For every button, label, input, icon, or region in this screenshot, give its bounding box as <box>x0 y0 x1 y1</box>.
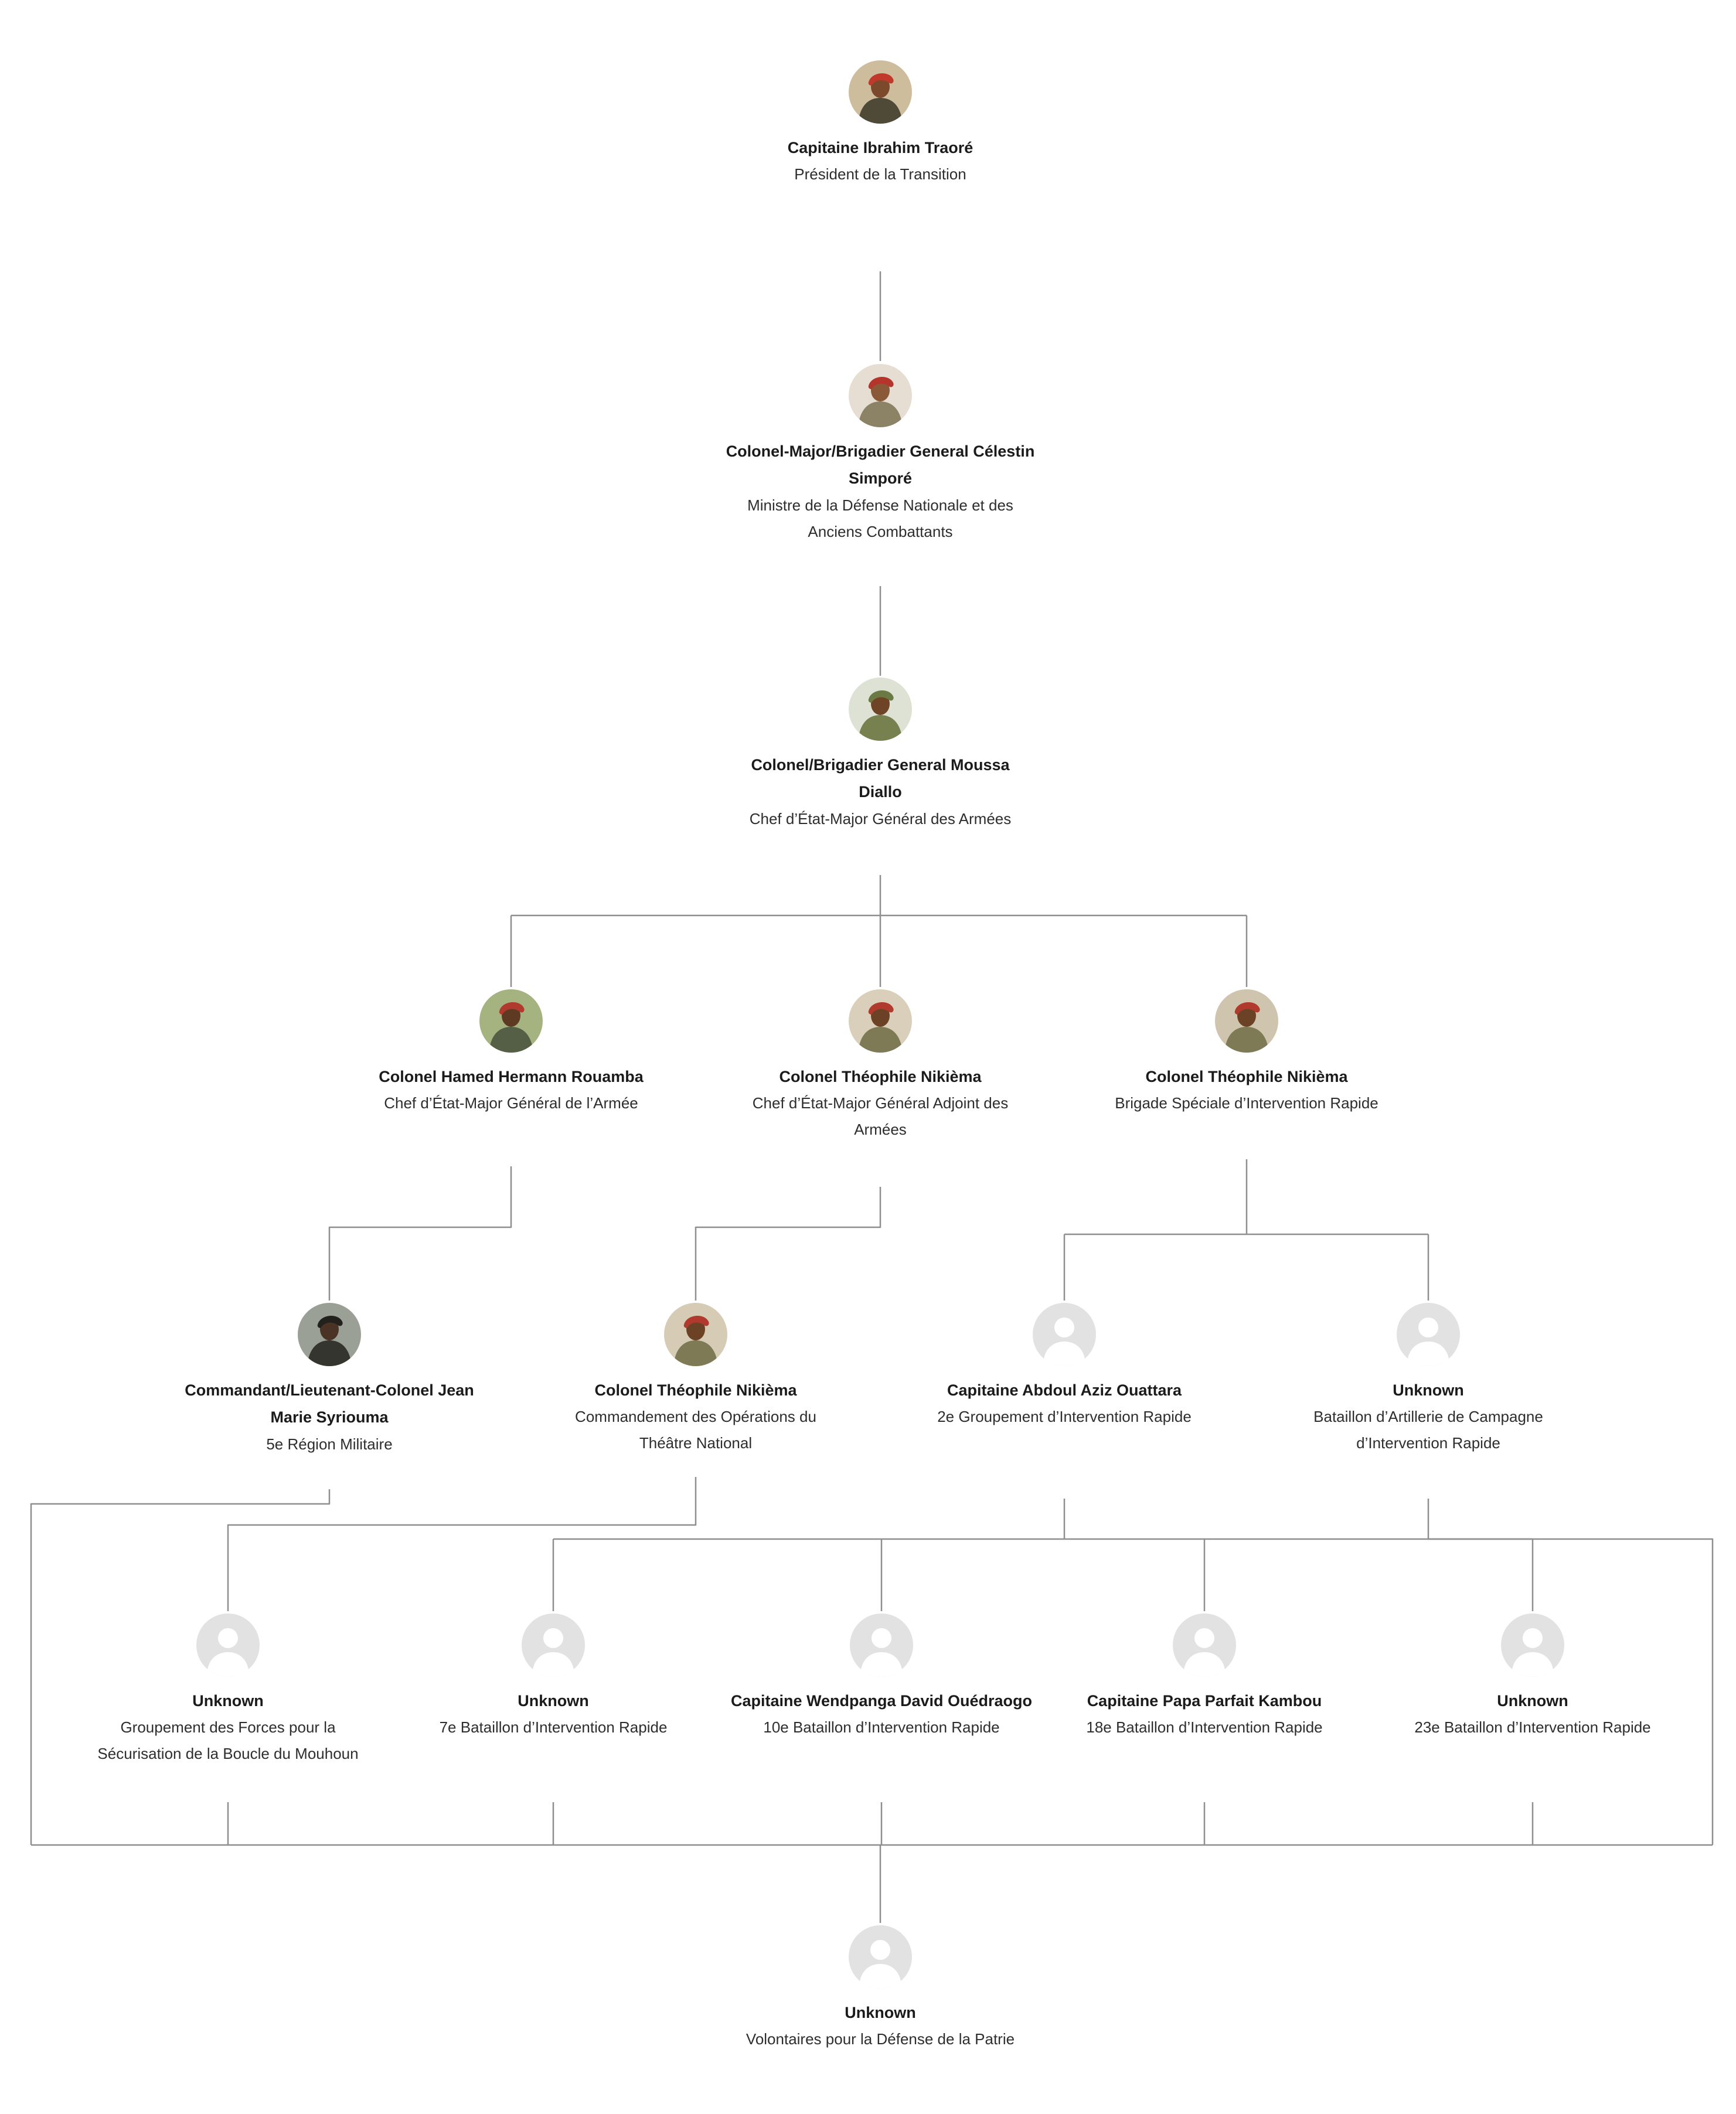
node-chief-of-staff-general[interactable]: Colonel/Brigadier General Moussa Diallo … <box>740 678 1021 832</box>
connector-groupement2-to-battalions <box>552 1499 1534 1611</box>
avatar-placeholder <box>1033 1303 1096 1366</box>
node-deputy-chief-of-staff[interactable]: Colonel Théophile Nikièma Chef d’État-Ma… <box>728 989 1033 1143</box>
connector-cotn-to-mouhoun <box>227 1477 697 1611</box>
node-army-chief-of-staff[interactable]: Colonel Hamed Hermann Rouamba Chef d’Éta… <box>370 989 652 1116</box>
avatar-photo <box>849 364 912 427</box>
connector-bottom-bus-to-vdp <box>31 1802 1713 1923</box>
node-title: 10e Bataillon d’Intervention Rapide <box>763 1718 1000 1737</box>
node-name: Unknown <box>845 2004 916 2021</box>
avatar-placeholder <box>1397 1303 1460 1366</box>
node-name: Colonel Théophile Nikièma <box>1145 1068 1348 1085</box>
connector-deputy-to-cotn <box>695 1187 881 1301</box>
node-7e-bir[interactable]: Unknown 7e Bataillon d’Intervention Rapi… <box>407 1613 700 1741</box>
node-title: Chef d’État-Major Général des Armées <box>749 809 1012 828</box>
node-president[interactable]: Capitaine Ibrahim Traoré Président de la… <box>728 60 1033 188</box>
node-title: Brigade Spéciale d’Intervention Rapide <box>1115 1094 1378 1112</box>
node-theatre-national-operations[interactable]: Colonel Théophile Nikièma Commandement d… <box>570 1303 822 1456</box>
avatar-placeholder <box>522 1613 585 1677</box>
node-name: Capitaine Wendpanga David Ouédraogo <box>730 1692 1033 1710</box>
node-name: Colonel Hamed Hermann Rouamba <box>379 1068 644 1085</box>
avatar-placeholder <box>1173 1613 1236 1677</box>
node-name: Colonel Théophile Nikièma <box>594 1381 797 1399</box>
node-title: 23e Bataillon d’Intervention Rapide <box>1414 1718 1651 1737</box>
avatar-photo <box>298 1303 361 1366</box>
node-5e-region-militaire[interactable]: Commandant/Lieutenant-Colonel Jean Marie… <box>177 1303 482 1458</box>
avatar-photo <box>849 60 912 124</box>
connector-cemga-to-level4 <box>510 875 1248 987</box>
avatar-photo <box>479 989 543 1053</box>
node-title: Ministre de la Défense Nationale et des … <box>747 496 1013 540</box>
node-title: 5e Région Militaire <box>266 1435 393 1453</box>
node-special-intervention-brigade[interactable]: Colonel Théophile Nikièma Brigade Spécia… <box>1094 989 1399 1116</box>
node-18e-bir[interactable]: Capitaine Papa Parfait Kambou 18e Batail… <box>1058 1613 1351 1741</box>
node-mouhoun-security-group[interactable]: Unknown Groupement des Forces pour la Sé… <box>87 1613 369 1767</box>
node-title: 7e Bataillon d’Intervention Rapide <box>439 1718 668 1737</box>
node-name: Commandant/Lieutenant-Colonel Jean Marie… <box>185 1381 474 1427</box>
node-name: Capitaine Ibrahim Traoré <box>787 139 973 156</box>
node-name: Unknown <box>1393 1381 1464 1399</box>
connector-brigade-to-children <box>1063 1159 1429 1301</box>
node-name: Capitaine Papa Parfait Kambou <box>1087 1692 1322 1710</box>
node-title: Volontaires pour la Défense de la Patrie <box>746 2030 1015 2048</box>
node-name: Colonel-Major/Brigadier General Célestin… <box>726 442 1035 488</box>
node-name: Colonel/Brigadier General Moussa Diallo <box>751 756 1010 801</box>
node-title: Président de la Transition <box>794 165 966 183</box>
node-artillery-battalion[interactable]: Unknown Bataillon d’Artillerie de Campag… <box>1291 1303 1566 1456</box>
node-title: Groupement des Forces pour la Sécurisati… <box>97 1718 359 1763</box>
node-name: Unknown <box>1497 1692 1568 1710</box>
avatar-photo <box>664 1303 727 1366</box>
avatar-photo <box>849 678 912 741</box>
node-title: Chef d’État-Major Général de l’Armée <box>384 1094 638 1112</box>
node-title: 18e Bataillon d’Intervention Rapide <box>1086 1718 1323 1737</box>
node-23e-bir[interactable]: Unknown 23e Bataillon d’Intervention Rap… <box>1386 1613 1679 1741</box>
node-name: Capitaine Abdoul Aziz Ouattara <box>947 1381 1182 1399</box>
connector-armychief-to-region5 <box>328 1166 512 1301</box>
node-title: Commandement des Opérations du Théâtre N… <box>575 1408 816 1452</box>
node-name: Unknown <box>518 1692 589 1710</box>
avatar-placeholder <box>196 1613 260 1677</box>
node-title: 2e Groupement d’Intervention Rapide <box>937 1408 1192 1426</box>
node-defense-minister[interactable]: Colonel-Major/Brigadier General Célestin… <box>725 364 1036 544</box>
avatar-placeholder <box>1501 1613 1564 1677</box>
node-name: Unknown <box>192 1692 264 1710</box>
node-vdp[interactable]: Unknown Volontaires pour la Défense de l… <box>716 1925 1044 2052</box>
node-10e-bir[interactable]: Capitaine Wendpanga David Ouédraogo 10e … <box>726 1613 1037 1741</box>
avatar-placeholder <box>849 1925 912 1989</box>
avatar-photo <box>849 989 912 1053</box>
node-2e-groupement-intervention[interactable]: Capitaine Abdoul Aziz Ouattara 2e Groupe… <box>924 1303 1205 1430</box>
node-title: Chef d’État-Major Général Adjoint des Ar… <box>752 1094 1009 1139</box>
node-name: Colonel Théophile Nikièma <box>779 1068 982 1085</box>
avatar-photo <box>1215 989 1278 1053</box>
node-title: Bataillon d’Artillerie de Campagne d’Int… <box>1313 1408 1543 1452</box>
avatar-placeholder <box>850 1613 913 1677</box>
